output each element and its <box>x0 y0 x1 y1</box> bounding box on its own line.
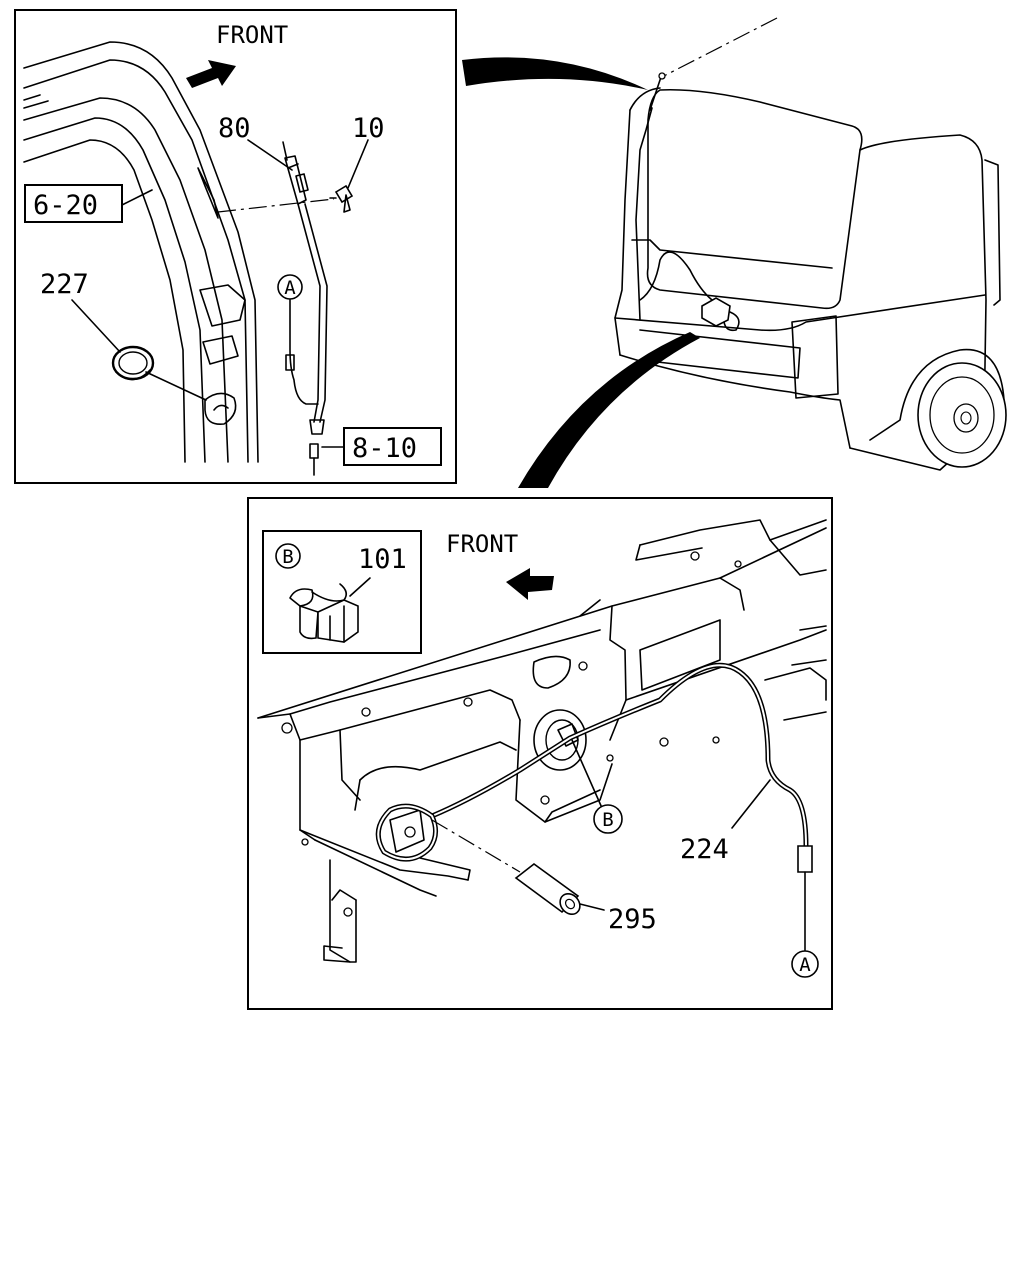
sleeve-dashed-leader <box>431 819 521 873</box>
callout-a-circle-bottom <box>791 950 819 978</box>
callout-a-circle-top <box>277 274 303 300</box>
part-label-295: 295 <box>608 904 657 935</box>
vehicle-wheel <box>917 362 1007 468</box>
vehicle-centerline <box>659 17 778 79</box>
part-label-101: 101 <box>358 544 407 575</box>
frame-structure <box>257 519 827 963</box>
grommet-leader <box>145 371 207 401</box>
clip-leader <box>349 577 371 597</box>
part-label-227: 227 <box>40 269 89 300</box>
vehicle-harness-wire <box>639 251 713 301</box>
vehicle-grommet-ring <box>723 311 740 332</box>
antenna-cable-224 <box>375 662 813 951</box>
callout-a-label-top: A <box>284 277 296 299</box>
bolt-part <box>329 184 354 213</box>
callout-b-label: B <box>602 809 613 831</box>
ref-body-leader <box>121 189 153 206</box>
pointer-arrow-to-detail <box>518 332 700 488</box>
vehicle-overview <box>462 17 1007 488</box>
cable-leader <box>731 779 771 829</box>
part-label-80: 80 <box>218 113 251 144</box>
pointer-arrow-to-antenna <box>462 57 648 90</box>
bottom-front-direction-label: FRONT <box>446 530 518 558</box>
bolt-dashed-leader <box>217 198 335 213</box>
frame-grommet-hole <box>533 709 587 771</box>
inset-callout-b-label: B <box>282 546 293 568</box>
front-direction-label: FRONT <box>216 21 288 49</box>
sleeve-part-295 <box>514 862 581 916</box>
vehicle-cab-outline <box>614 87 1005 471</box>
bolt-leader <box>347 139 369 189</box>
inset-callout-b-circle <box>275 543 301 569</box>
antenna-assembly <box>282 141 328 476</box>
part-label-224: 224 <box>680 834 729 865</box>
antenna-leader <box>247 139 293 171</box>
callout-b-circle <box>593 804 623 834</box>
ref-label-6-20: 6-20 <box>33 190 98 221</box>
bottom-front-direction-arrow <box>506 568 554 600</box>
bottom-detail-panel: B 101 FRONT B A 224 295 <box>247 497 833 1010</box>
ref-label-8-10: 8-10 <box>352 433 417 464</box>
ref-box-8-10 <box>343 427 442 466</box>
ref-box-6-20 <box>24 184 123 223</box>
clip-inset-box: B 101 <box>262 530 422 654</box>
sleeve-leader <box>579 903 605 911</box>
callout-a-label-bottom: A <box>799 954 811 976</box>
part-label-10: 10 <box>352 113 385 144</box>
callout-b-leader <box>571 739 603 809</box>
vehicle-connector <box>701 297 731 327</box>
clip-part-101 <box>289 583 359 643</box>
grommet-label-leader <box>71 299 121 353</box>
front-direction-arrow <box>186 60 236 88</box>
top-left-detail-panel: FRONT <box>14 9 457 484</box>
body-pillar-outline <box>23 41 259 463</box>
